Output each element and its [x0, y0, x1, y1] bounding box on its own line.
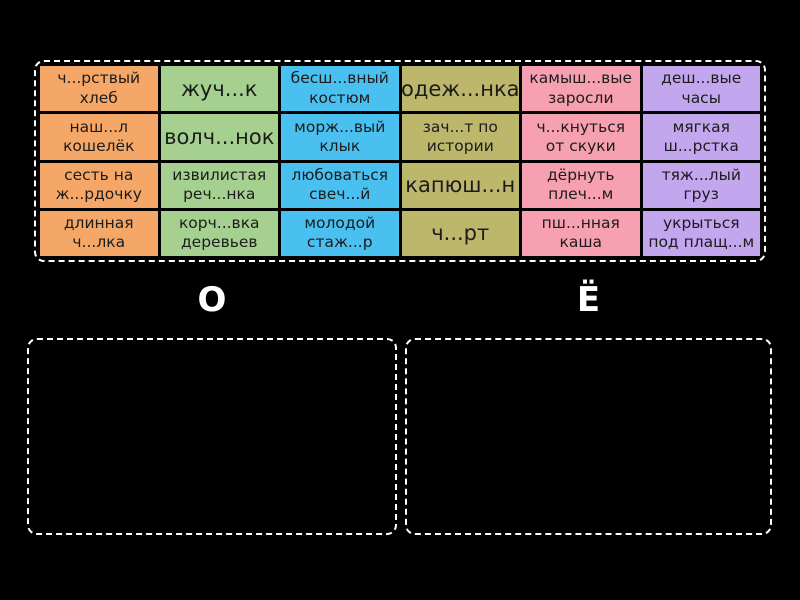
- word-tile[interactable]: дёрнуть плеч...м: [522, 162, 640, 208]
- word-tile[interactable]: тяж...лый груз: [642, 162, 760, 208]
- word-tile[interactable]: ч...кнуться от скуки: [522, 114, 640, 160]
- word-tile[interactable]: зач...т по истории: [401, 114, 519, 160]
- word-tile[interactable]: камыш...вые заросли: [522, 66, 640, 112]
- word-tile[interactable]: ч...рт: [401, 210, 519, 256]
- word-tile[interactable]: укрыться под плащ...м: [642, 210, 760, 256]
- word-tile[interactable]: ч...рствый хлеб: [40, 66, 158, 112]
- word-tile[interactable]: жуч...к: [160, 66, 278, 112]
- group-label-o: О: [197, 280, 227, 320]
- word-tile[interactable]: извилистая реч...нка: [160, 162, 278, 208]
- word-tile[interactable]: любоваться свеч...й: [281, 162, 399, 208]
- word-tile[interactable]: длинная ч...лка: [40, 210, 158, 256]
- word-tile[interactable]: наш...л кошелёк: [40, 114, 158, 160]
- word-tile[interactable]: капюш...н: [401, 162, 519, 208]
- drop-zone-o[interactable]: [27, 338, 397, 535]
- word-tile[interactable]: мягкая ш...рстка: [642, 114, 760, 160]
- word-tile[interactable]: одеж...нка: [401, 66, 519, 112]
- word-tile[interactable]: деш...вые часы: [642, 66, 760, 112]
- word-tile[interactable]: сесть на ж...рдочку: [40, 162, 158, 208]
- word-tile[interactable]: молодой стаж...р: [281, 210, 399, 256]
- word-tile[interactable]: корч...вка деревьев: [160, 210, 278, 256]
- word-tile[interactable]: пш...нная каша: [522, 210, 640, 256]
- word-tile[interactable]: морж...вый клык: [281, 114, 399, 160]
- drop-zone-e[interactable]: [405, 338, 772, 535]
- group-label-e: Ё: [576, 280, 601, 320]
- word-tile[interactable]: бесш...вный костюм: [281, 66, 399, 112]
- word-tile[interactable]: волч...нок: [160, 114, 278, 160]
